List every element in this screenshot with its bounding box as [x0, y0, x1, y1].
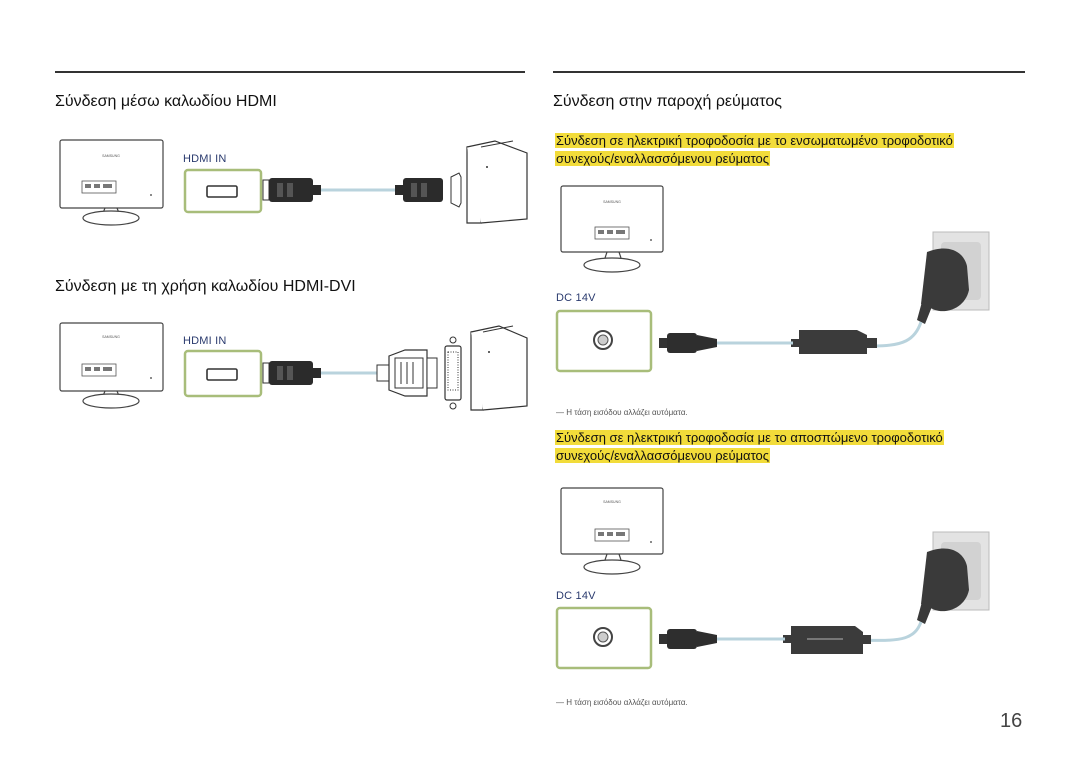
dvi-plug [376, 349, 438, 397]
dc-plug [659, 333, 717, 353]
detached-heading-line1: Σύνδεση σε ηλεκτρική τροφοδοσία με το απ… [555, 430, 944, 445]
left-top-rule [55, 71, 525, 73]
detached-adapter-diagram: SAMSUNG [555, 487, 990, 670]
monitor-illustration: SAMSUNG [59, 139, 164, 226]
hdmi-plug-right [395, 172, 462, 208]
hdmi-port-icon [206, 368, 238, 381]
hdmi-section-title: Σύνδεση μέσω καλωδίου HDMI [55, 93, 277, 110]
builtin-adapter-diagram: SAMSUNG [555, 185, 990, 373]
hdmi-port-icon [206, 185, 238, 198]
power-cord-ac [864, 621, 923, 642]
detached-adapter-heading: Σύνδεση σε ηλεκτρική τροφοδοσία με το απ… [555, 429, 1025, 465]
hdmi-dvi-section-title: Σύνδεση με τη χρήση καλωδίου HDMI-DVI [55, 278, 356, 295]
pc-tower-illustration [466, 140, 528, 224]
builtin-heading-line1: Σύνδεση σε ηλεκτρική τροφοδοσία με το εν… [555, 133, 954, 148]
dc-plug [659, 629, 717, 649]
dc-14v-label: DC 14V [556, 292, 596, 304]
power-section-title: Σύνδεση στην παροχή ρεύματος [553, 93, 782, 110]
power-plug [917, 548, 969, 624]
page-number: 16 [1000, 710, 1023, 732]
monitor-illustration: SAMSUNG [560, 185, 664, 273]
detached-heading-line2: συνεχούς/εναλλασσόμενου ρεύματος [555, 448, 771, 463]
monitor-illustration: SAMSUNG [59, 322, 164, 409]
builtin-adapter-heading: Σύνδεση σε ηλεκτρική τροφοδοσία με το εν… [555, 132, 1025, 168]
monitor-brand: SAMSUNG [102, 154, 120, 158]
monitor-brand: SAMSUNG [102, 335, 120, 339]
hdmi-connection-diagram: SAMSUNG [59, 139, 528, 226]
monitor-illustration: SAMSUNG [560, 487, 664, 575]
power-cord-ac [874, 321, 923, 348]
power-plug [917, 248, 969, 324]
detached-voltage-note: ― Η τάση εισόδου αλλάζει αυτόματα. [556, 698, 688, 707]
monitor-brand: SAMSUNG [603, 500, 621, 504]
monitor-brand: SAMSUNG [603, 200, 621, 204]
builtin-heading-line2: συνεχούς/εναλλασσόμενου ρεύματος [555, 151, 771, 166]
pc-tower-illustration [470, 325, 528, 411]
hdmi-plug-left [262, 361, 321, 385]
builtin-voltage-note: ― Η τάση εισόδου αλλάζει αυτόματα. [556, 408, 688, 417]
hdmi-dvi-connection-diagram: SAMSUNG [59, 322, 528, 411]
hdmi-plug-left [262, 178, 321, 202]
dc-14v-label-detached: DC 14V [556, 590, 596, 602]
hdmi-in-label-dvi: HDMI IN [183, 335, 227, 347]
ac-dc-adapter [791, 330, 877, 354]
right-top-rule [553, 71, 1025, 73]
ac-dc-adapter [783, 626, 871, 654]
hdmi-in-label: HDMI IN [183, 153, 227, 165]
dvi-port [444, 336, 462, 410]
